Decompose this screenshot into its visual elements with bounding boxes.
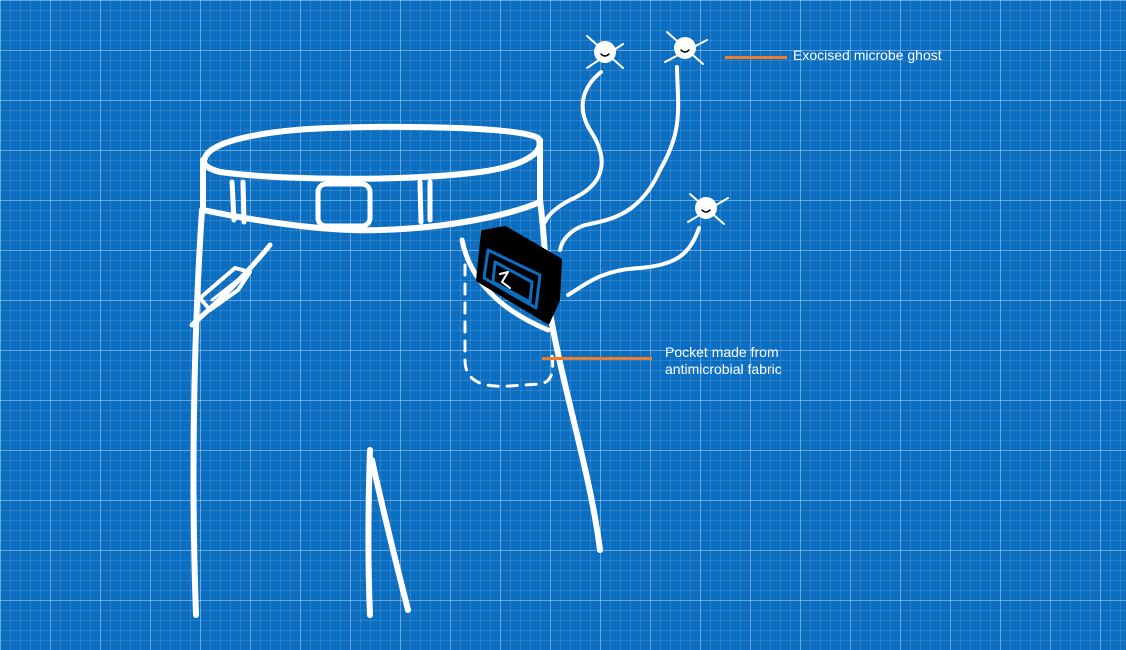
phone-icon [476, 226, 562, 324]
microbe-icon [664, 31, 708, 65]
side-pocket [189, 242, 273, 328]
pants-outline [190, 197, 603, 618]
microbe-icon [586, 35, 624, 69]
pocket-label-line2: antimicrobial fabric [665, 361, 782, 377]
microbe-leader-line [725, 56, 787, 59]
microbe-tails [543, 65, 701, 297]
waistband [200, 123, 543, 234]
microbe-label: Exocised microbe ghost [793, 47, 942, 63]
front-pocket [459, 237, 555, 388]
microbe-icon [687, 193, 729, 225]
pocket-label-line1: Pocket made from [665, 344, 779, 360]
pocket-leader-line [542, 357, 652, 360]
pocket-label: Pocket made from antimicrobial fabric [665, 344, 782, 378]
